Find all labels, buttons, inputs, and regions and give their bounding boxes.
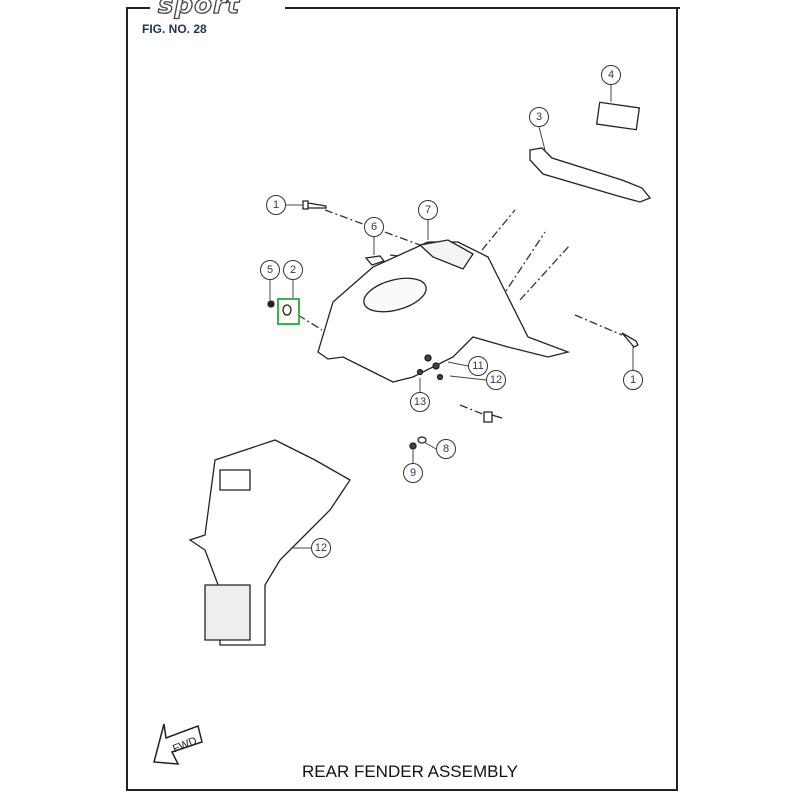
callout-8[interactable]: 8: [436, 439, 456, 459]
callout-6[interactable]: 6: [364, 217, 384, 237]
nut-5: [267, 300, 275, 308]
callout-4[interactable]: 4: [601, 65, 621, 85]
leader-lines: [269, 85, 634, 549]
washer-2: [282, 304, 292, 316]
callout-13[interactable]: 13: [410, 392, 430, 412]
bolt-1-right: [621, 332, 639, 348]
part-2-highlight[interactable]: [277, 298, 300, 325]
callout-1-right[interactable]: 1: [623, 370, 643, 390]
diagram-frame: [126, 7, 678, 791]
washer-8: [417, 436, 427, 444]
frame-top-right: [284, 7, 680, 9]
callout-12-lower[interactable]: 12: [311, 538, 331, 558]
callout-11[interactable]: 11: [468, 356, 488, 376]
bolt-1-top: [302, 200, 327, 210]
callout-7[interactable]: 7: [418, 200, 438, 220]
sport-logo: sport: [150, 0, 285, 24]
callout-3[interactable]: 3: [529, 107, 549, 127]
clip-6: [364, 255, 386, 266]
callout-12-upper[interactable]: 12: [486, 370, 506, 390]
assembly-title: REAR FENDER ASSEMBLY: [302, 762, 519, 781]
bracket-3: [529, 147, 652, 203]
callout-1-top[interactable]: 1: [266, 195, 286, 215]
dash-dot-lines: [297, 209, 623, 416]
callout-5[interactable]: 5: [260, 260, 280, 280]
rear-fender-7: [317, 241, 571, 383]
callout-2[interactable]: 2: [283, 260, 303, 280]
reflector-plate-4: [595, 101, 641, 131]
callout-9[interactable]: 9: [403, 463, 423, 483]
fwd-arrow-icon: FWD: [153, 723, 203, 765]
bolt-bottom: [483, 411, 503, 423]
frame-top-left: [126, 7, 152, 9]
small-hardware: [409, 354, 444, 450]
figure-number: FIG. NO. 28: [142, 22, 207, 36]
